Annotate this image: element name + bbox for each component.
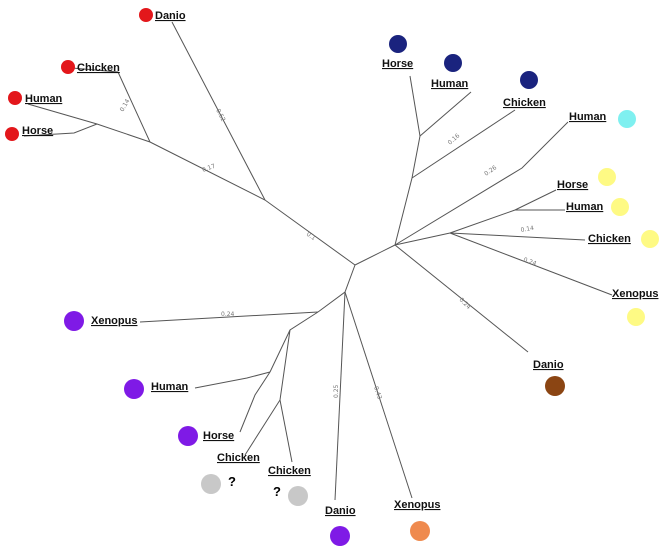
branch: [449, 232, 613, 296]
question-mark: ?: [228, 474, 236, 489]
leaf-dot: [8, 91, 22, 105]
leaf-dot: [618, 110, 636, 128]
leaf-dot: [178, 426, 198, 446]
leaf-dot: [598, 168, 616, 186]
leaf-dot: [288, 486, 308, 506]
branch-length-label: 0.25: [333, 384, 340, 398]
leaf-dot: [330, 526, 350, 546]
branch: [394, 75, 421, 246]
branch-length-label: 0.52: [214, 108, 226, 123]
leaf-label-danio: Danio: [533, 359, 564, 371]
branch-length-label: 0.14: [520, 225, 535, 234]
branch: [334, 291, 346, 501]
leaf-label-xenopus: Xenopus: [91, 315, 137, 327]
branch: [279, 399, 293, 463]
leaf-label-human: Human: [431, 78, 469, 90]
leaf-label-xenopus: Xenopus: [612, 288, 658, 300]
branch: [239, 371, 271, 433]
leaf-label-human: Human: [151, 381, 189, 393]
branch-length-label: 0.43: [372, 385, 383, 400]
branch: [194, 371, 271, 389]
leaf-label-horse: Horse: [203, 430, 234, 442]
leaf-label-danio: Danio: [155, 10, 186, 22]
leaf-label-chicken: Chicken: [77, 62, 120, 74]
leaf-label-chicken: Chicken: [503, 97, 546, 109]
leaf-label-chicken: Chicken: [217, 452, 260, 464]
branch: [344, 291, 413, 499]
leaf-dot: [5, 127, 19, 141]
leaf-dot: [139, 8, 153, 22]
leaf-dot: [64, 311, 84, 331]
branch-length-label: 0.24: [221, 311, 235, 318]
leaf-label-chicken: Chicken: [588, 233, 631, 245]
leaf-label-xenopus: Xenopus: [394, 499, 440, 511]
leaf-label-horse: Horse: [22, 125, 53, 137]
branch: [394, 121, 569, 246]
leaf-dot: [641, 230, 659, 248]
leaf-dot: [410, 521, 430, 541]
leaf-labels: Danio Chicken Human Horse Horse Human Ch…: [22, 10, 658, 517]
branch-length-label: 0.26: [483, 164, 498, 178]
branch: [354, 244, 396, 266]
branch-length-label: 0.17: [201, 163, 216, 174]
branch: [171, 21, 266, 201]
leaf-dot: [545, 376, 565, 396]
branch: [269, 311, 319, 373]
branch: [449, 189, 557, 234]
branch: [394, 244, 529, 353]
branch: [394, 232, 451, 246]
leaf-label-chicken: Chicken: [268, 465, 311, 477]
leaf-dot: [389, 35, 407, 53]
branch-length-labels: 0.14 0.17 0.52 0.1 0.16 0.26 0.14 0.24 0…: [119, 98, 538, 401]
branch: [23, 123, 98, 137]
leaf-label-danio: Danio: [325, 505, 356, 517]
leaf-dot: [444, 54, 462, 72]
branch: [449, 232, 586, 241]
leaf-label-human: Human: [566, 201, 604, 213]
leaf-dot: [201, 474, 221, 494]
branch-length-label: 0.16: [447, 132, 462, 146]
branch-length-label: 0.1: [305, 231, 317, 242]
branch: [419, 91, 472, 137]
branch-length-label: 0.24: [522, 256, 537, 267]
branch: [244, 329, 291, 456]
leaf-dot: [124, 379, 144, 399]
leaf-dot: [627, 308, 645, 326]
branches: [23, 21, 613, 501]
branch: [139, 311, 319, 323]
unknown-marks: ? ?: [228, 474, 281, 499]
branch: [149, 141, 356, 266]
question-mark: ?: [273, 484, 281, 499]
leaf-label-human: Human: [25, 93, 63, 105]
leaf-label-horse: Horse: [557, 179, 588, 191]
leaf-markers: [5, 8, 659, 546]
leaf-dot: [520, 71, 538, 89]
leaf-label-horse: Horse: [382, 58, 413, 70]
branch: [71, 67, 151, 143]
leaf-label-human: Human: [569, 111, 607, 123]
leaf-dot: [611, 198, 629, 216]
branch-length-label: 0.24: [458, 296, 473, 311]
branch-length-label: 0.14: [119, 98, 132, 113]
branch: [411, 109, 516, 179]
leaf-dot: [61, 60, 75, 74]
